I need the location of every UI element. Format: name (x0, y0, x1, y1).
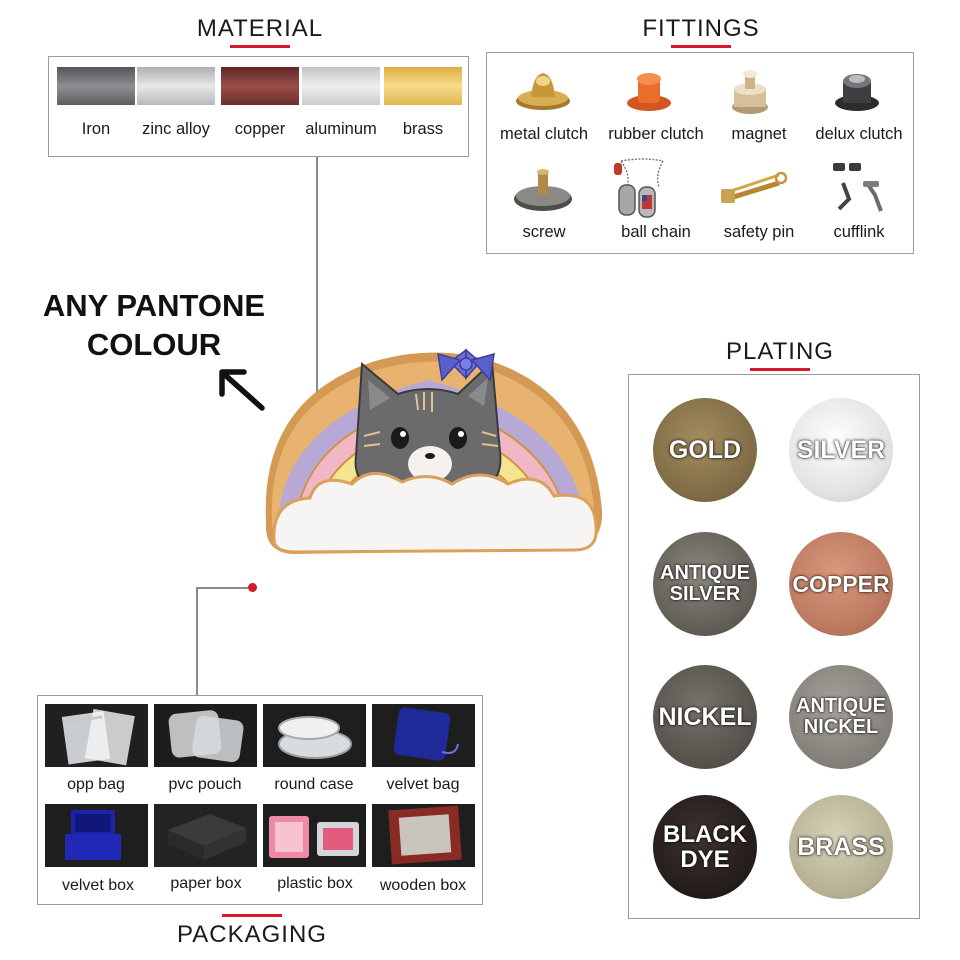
plating-title: PLATING (720, 338, 840, 371)
paper-box-image (154, 804, 257, 867)
fitting-label-magnet: magnet (731, 125, 787, 143)
material-swatch-iron (57, 67, 135, 105)
round-case-image (263, 704, 366, 767)
material-swatch-zinc-alloy (137, 67, 215, 105)
ball-chain-icon (614, 158, 664, 218)
plastic-box-image (263, 804, 366, 867)
packaging-label-opp-bag: opp bag (67, 776, 125, 793)
packaging-label-pvc-pouch: pvc pouch (168, 776, 242, 793)
title-underline (222, 914, 282, 917)
packaging-label-round-case: round case (274, 776, 354, 793)
packaging-leader-line-h (196, 587, 248, 589)
fittings-panel: metal clutch rubber clutch magnet delux … (486, 52, 914, 254)
fitting-label-metal-clutch: metal clutch (499, 125, 589, 143)
fitting-label-rubber-clutch: rubber clutch (608, 125, 704, 143)
title-underline (750, 368, 810, 371)
material-label-zinc-alloy: zinc alloy (142, 120, 210, 138)
plating-coin-gold: GOLD (653, 398, 757, 502)
cat-rainbow-pin-image (265, 348, 603, 554)
delux-clutch-icon (835, 74, 879, 111)
opp-bag-image (45, 704, 148, 767)
packaging-label-plastic-box: plastic box (277, 875, 353, 892)
plating-coin-copper: COPPER (789, 532, 893, 636)
material-swatch-brass (384, 67, 462, 105)
safety-pin-icon (721, 171, 788, 203)
metal-clutch-icon (516, 73, 570, 110)
title-underline (230, 45, 290, 48)
fitting-label-delux-clutch: delux clutch (815, 125, 903, 143)
packaging-panel: opp bag pvc pouch round case velvet bag … (37, 695, 483, 905)
plating-coin-brass: BRASS (789, 795, 893, 899)
plating-coin-nickel: NICKEL (653, 665, 757, 769)
pvc-pouch-image (154, 704, 257, 767)
fitting-label-safety-pin: safety pin (723, 223, 795, 241)
material-leader-line (316, 157, 318, 397)
packaging-label-velvet-box: velvet box (61, 877, 135, 894)
packaging-leader-dot (248, 583, 257, 592)
arrow-up-left-icon (219, 369, 265, 411)
title-underline (671, 45, 731, 48)
material-swatch-copper (221, 67, 299, 105)
screw-icon (514, 169, 572, 211)
fitting-label-screw: screw (522, 223, 566, 241)
fitting-label-ball-chain: ball chain (621, 223, 691, 241)
magnet-icon (732, 70, 768, 114)
material-label-aluminum: aluminum (305, 120, 377, 138)
fitting-label-cufflink: cufflink (833, 223, 885, 241)
packaging-leader-line-v (196, 587, 198, 695)
material-label-iron: Iron (81, 120, 111, 138)
pantone-line-1: ANY PANTONE (42, 288, 266, 323)
material-panel: Iron zinc alloy copper aluminum brass (48, 56, 469, 157)
velvet-bag-image (372, 704, 475, 767)
material-label-copper: copper (234, 120, 286, 138)
velvet-box-image (45, 804, 148, 867)
material-swatch-aluminum (302, 67, 380, 105)
material-label-brass: brass (402, 120, 444, 138)
pantone-heading: ANY PANTONE COLOUR (22, 286, 286, 364)
pantone-line-2: COLOUR (86, 327, 222, 362)
wooden-box-image (372, 804, 475, 867)
packaging-label-velvet-bag: velvet bag (386, 776, 460, 793)
packaging-label-wooden-box: wooden box (379, 877, 467, 894)
packaging-title: PACKAGING (172, 914, 332, 949)
rubber-clutch-icon (627, 73, 671, 111)
plating-coin-silver: SILVER (789, 398, 893, 502)
fittings-title: FITTINGS (636, 15, 766, 48)
cufflink-icon (833, 163, 883, 212)
packaging-label-paper-box: paper box (170, 875, 242, 892)
material-title: MATERIAL (196, 15, 324, 48)
